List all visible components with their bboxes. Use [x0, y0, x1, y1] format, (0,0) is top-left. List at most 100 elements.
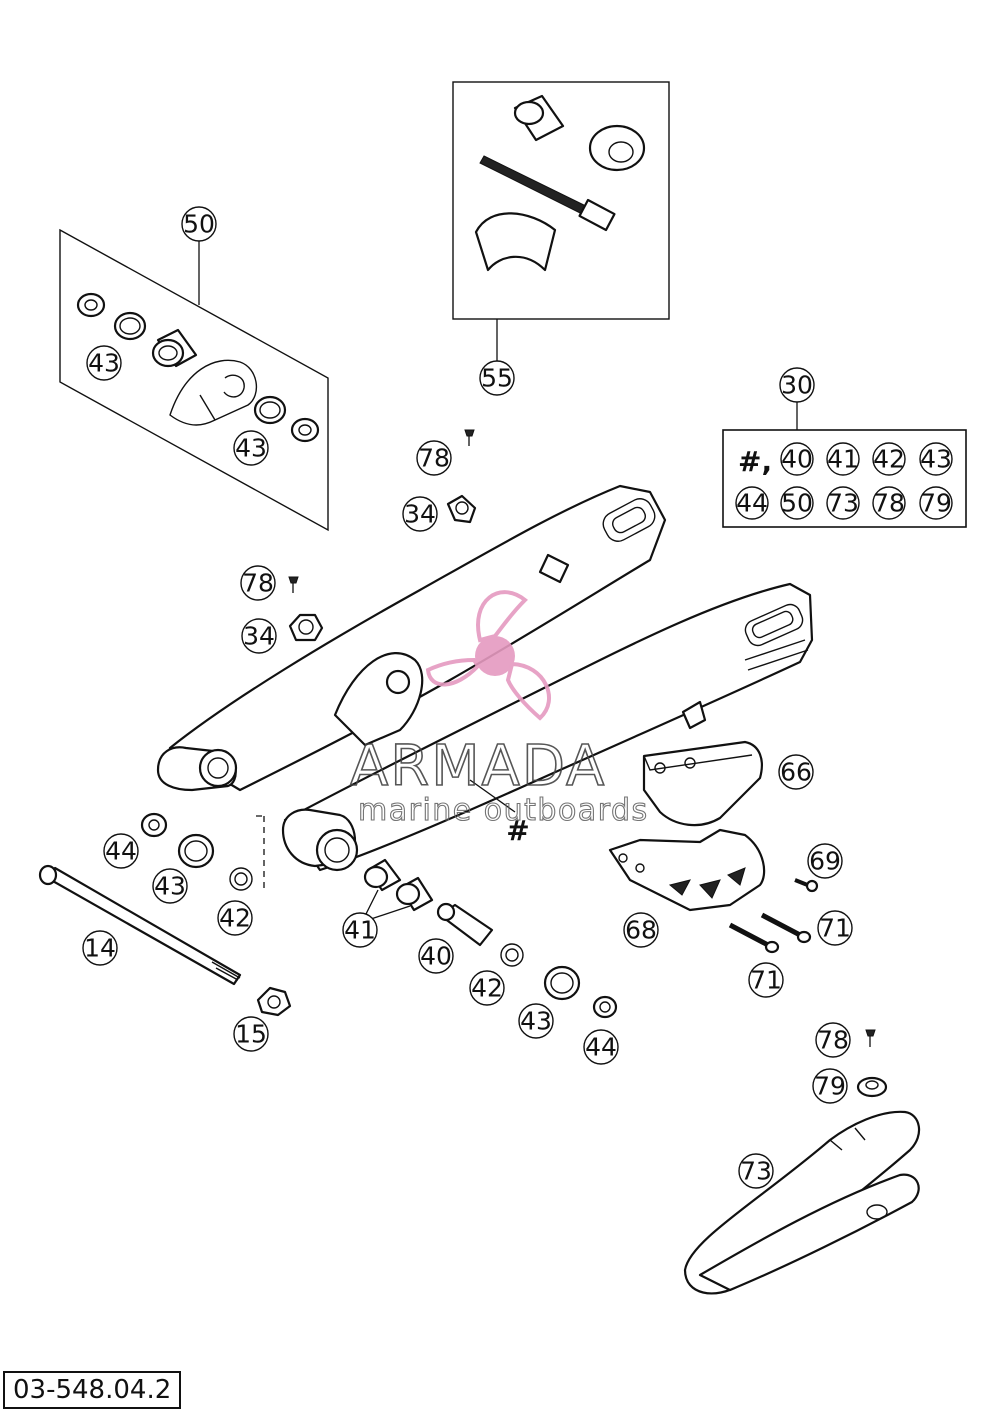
- callout[interactable]: 34: [402, 496, 438, 532]
- chain-guide-block: [642, 740, 763, 827]
- axle-nut: [256, 986, 292, 1017]
- pivot-sleeve: [436, 902, 494, 947]
- washer-left: [229, 867, 253, 891]
- callout[interactable]: 71: [748, 962, 784, 998]
- needle-bearings: [361, 858, 434, 923]
- svg-text:34: 34: [404, 500, 436, 529]
- svg-text:79: 79: [814, 1072, 846, 1101]
- svg-text:71: 71: [750, 966, 782, 995]
- kit-item: 79: [919, 486, 953, 520]
- callout[interactable]: 43: [518, 1003, 554, 1039]
- svg-text:71: 71: [819, 914, 851, 943]
- callout[interactable]: 78: [815, 1022, 851, 1058]
- screw-71-lower: [728, 922, 780, 954]
- svg-text:40: 40: [420, 942, 452, 971]
- watermark-brand: ARMADA: [350, 734, 606, 799]
- svg-text:78: 78: [418, 444, 450, 473]
- svg-text:78: 78: [873, 489, 905, 518]
- callout[interactable]: 66: [778, 754, 814, 790]
- chain-guide-plate: [608, 828, 766, 912]
- callouts: 50 43 43 55 30 78 34 78 34 66 44 43 42 1…: [82, 206, 853, 1189]
- svg-text:43: 43: [520, 1007, 552, 1036]
- svg-text:30: 30: [781, 371, 813, 400]
- seal-right: [543, 965, 581, 1001]
- watermark-tagline: marine outboards: [358, 793, 649, 828]
- svg-text:42: 42: [471, 974, 503, 1003]
- callout[interactable]: 42: [469, 970, 505, 1006]
- svg-text:73: 73: [740, 1157, 772, 1186]
- callout[interactable]: 41: [342, 912, 378, 948]
- svg-text:15: 15: [235, 1020, 267, 1049]
- svg-text:44: 44: [585, 1033, 617, 1062]
- svg-text:43: 43: [88, 349, 120, 378]
- callout[interactable]: 15: [233, 1016, 269, 1052]
- svg-text:43: 43: [920, 445, 952, 474]
- callout[interactable]: 68: [623, 912, 659, 948]
- kit-item: 78: [872, 486, 906, 520]
- bushing-left: [140, 812, 168, 838]
- bearing-kit-panel: [59, 228, 329, 532]
- callout[interactable]: 71: [817, 910, 853, 946]
- kit-item: 42: [872, 442, 906, 476]
- kit-item: 44: [735, 486, 769, 520]
- callout[interactable]: 50: [181, 206, 217, 242]
- kit-item: 41: [826, 442, 860, 476]
- callout[interactable]: 78: [240, 565, 276, 601]
- callout[interactable]: 73: [738, 1153, 774, 1189]
- callout[interactable]: 78: [416, 440, 452, 476]
- watermark: ARMADA marine outboards: [349, 590, 649, 829]
- screw-69: [794, 878, 819, 893]
- kit-item: 73: [826, 486, 860, 520]
- callout[interactable]: 79: [812, 1068, 848, 1104]
- callout[interactable]: 43: [86, 345, 122, 381]
- watermark-logo: [425, 590, 551, 721]
- callout[interactable]: 40: [418, 938, 454, 974]
- washer-right: [500, 943, 524, 967]
- svg-text:14: 14: [84, 934, 116, 963]
- svg-text:41: 41: [344, 916, 376, 945]
- callout[interactable]: 44: [103, 833, 139, 869]
- svg-text:50: 50: [781, 489, 813, 518]
- chain-slider: [683, 1110, 921, 1295]
- svg-text:34: 34: [243, 622, 275, 651]
- bushing-right: [592, 995, 618, 1019]
- kit-item: 43: [919, 442, 953, 476]
- svg-text:40: 40: [781, 445, 813, 474]
- callout[interactable]: 44: [583, 1029, 619, 1065]
- svg-text:68: 68: [625, 916, 657, 945]
- svg-text:78: 78: [242, 569, 274, 598]
- callout[interactable]: 69: [807, 843, 843, 879]
- slider-washer: [856, 1076, 888, 1098]
- svg-text:55: 55: [481, 364, 513, 393]
- callout[interactable]: 42: [217, 900, 253, 936]
- seal-left: [177, 833, 215, 869]
- svg-text:50: 50: [183, 210, 215, 239]
- svg-text:43: 43: [235, 434, 267, 463]
- svg-text:66: 66: [780, 758, 812, 787]
- svg-text:69: 69: [809, 847, 841, 876]
- svg-text:44: 44: [105, 837, 137, 866]
- callout[interactable]: 30: [779, 367, 815, 403]
- svg-text:73: 73: [827, 489, 859, 518]
- callout[interactable]: 34: [241, 618, 277, 654]
- svg-text:79: 79: [920, 489, 952, 518]
- pivot-dashed-line: [256, 815, 265, 890]
- callout[interactable]: 43: [152, 868, 188, 904]
- screw-71-upper: [760, 912, 812, 944]
- slider-screw: [865, 1029, 876, 1047]
- svg-text:42: 42: [873, 445, 905, 474]
- kit-item: 40: [780, 442, 814, 476]
- svg-text:42: 42: [219, 904, 251, 933]
- kit-box: #, 40 41 42 43 44 50 73 78 79: [722, 400, 967, 528]
- kit-item: 50: [780, 486, 814, 520]
- callout[interactable]: 14: [82, 930, 118, 966]
- svg-text:43: 43: [154, 872, 186, 901]
- callout[interactable]: 43: [233, 430, 269, 466]
- svg-text:44: 44: [736, 489, 768, 518]
- swingarm-axle: [38, 864, 242, 986]
- tool-kit-panel: [452, 81, 670, 362]
- callout[interactable]: 55: [479, 360, 515, 396]
- svg-text:41: 41: [827, 445, 859, 474]
- clamp-lower: [288, 576, 324, 642]
